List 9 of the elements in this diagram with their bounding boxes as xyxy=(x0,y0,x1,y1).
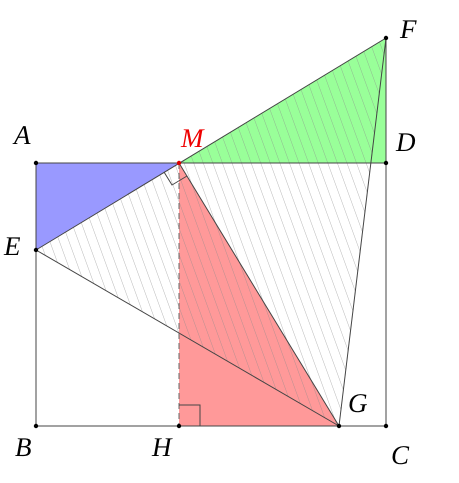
point-label: H xyxy=(152,434,172,461)
point-label: E xyxy=(4,233,20,260)
point-label: A xyxy=(14,122,30,149)
point-label: B xyxy=(15,434,32,461)
point-label: D xyxy=(396,129,416,156)
point-label: C xyxy=(391,442,410,469)
point-label: F xyxy=(400,16,416,43)
point-label: G xyxy=(348,390,368,417)
point-label: M xyxy=(181,125,204,152)
